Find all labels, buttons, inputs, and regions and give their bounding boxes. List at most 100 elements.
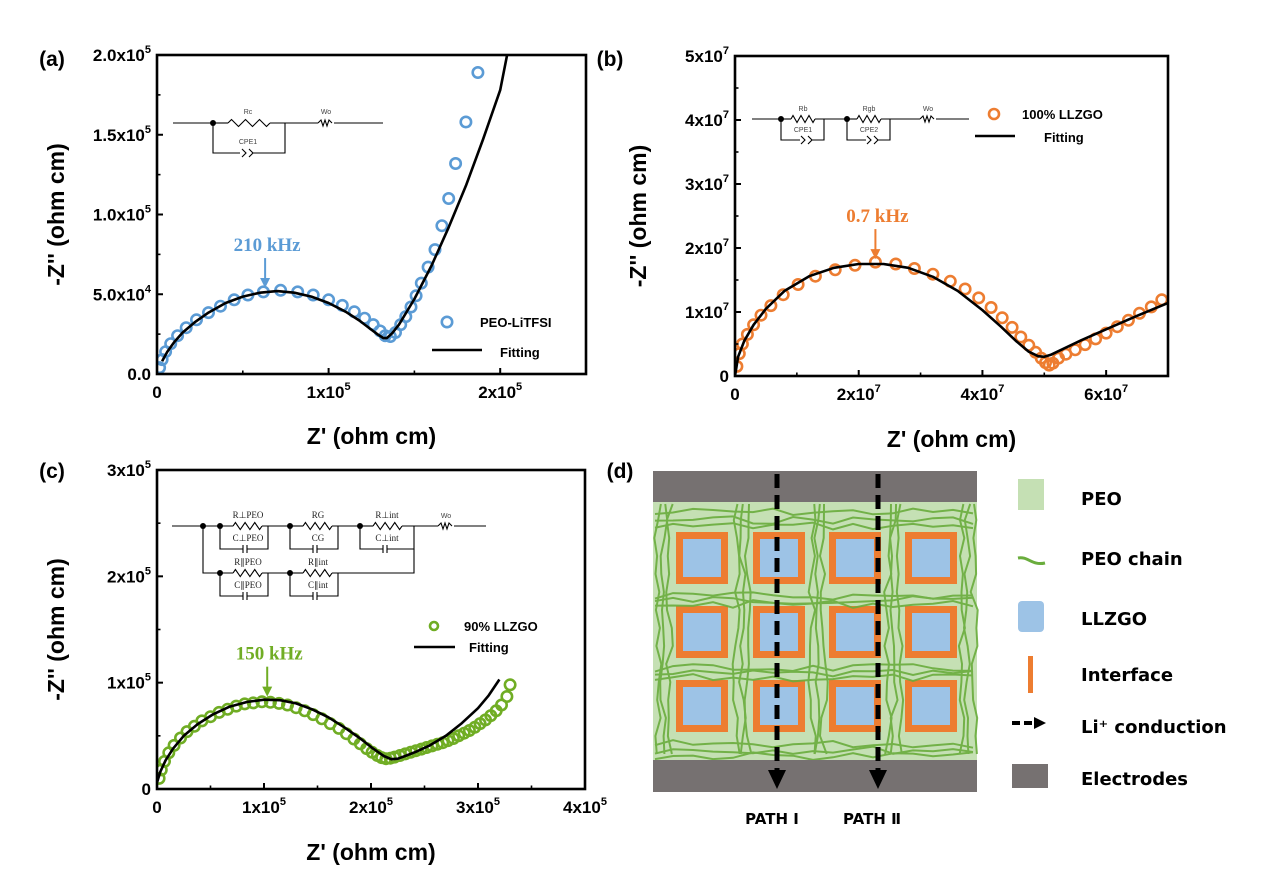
data-point (272, 696, 286, 710)
y-axis-title: -Z'' (ohm cm) (43, 558, 69, 701)
x-axis-title: Z' (ohm cm) (887, 426, 1016, 452)
data-point (435, 219, 449, 233)
resistor-symbol (856, 114, 882, 124)
y-tick-label: 1.5x105 (93, 124, 151, 145)
data-point (1014, 330, 1028, 344)
peo-chain (659, 503, 669, 755)
resistor-symbol (302, 568, 333, 578)
data-point (459, 115, 473, 129)
panel-label: (b) (597, 48, 624, 71)
x-axis-title: Z' (ohm cm) (307, 423, 436, 449)
circuit-label: R⊥int (375, 510, 399, 520)
peo-chain-icon (1017, 556, 1046, 566)
resistor-symbol (232, 568, 263, 578)
bottom-electrode (653, 760, 977, 792)
interface-bar-icon (1028, 656, 1033, 693)
data-point (404, 300, 418, 314)
y-tick-label: 2x107 (685, 237, 729, 258)
data-point (190, 313, 204, 327)
peo-chain (654, 673, 974, 683)
llzgo-particle (683, 539, 721, 577)
y-tick-label: 3x107 (685, 173, 729, 194)
llzgo-particle (683, 613, 721, 651)
data-point (747, 318, 761, 332)
warburg-symbol (317, 118, 333, 128)
fitting-line (160, 55, 509, 362)
y-tick-label: 5.0x104 (93, 283, 152, 304)
llzgo-particle (912, 613, 950, 651)
data-point (984, 300, 998, 314)
peo-chain (962, 503, 972, 755)
circuit-wire (289, 526, 313, 550)
cpe-symbol (241, 148, 254, 158)
x-tick-label: 0 (730, 385, 739, 404)
peo-matrix-swatch-icon (1018, 479, 1044, 510)
peo-chain (807, 503, 817, 755)
x-tick-label: 3x105 (456, 796, 500, 817)
circuit-label: CPE1 (794, 127, 812, 134)
warburg-symbol (437, 521, 453, 531)
data-markers (157, 66, 485, 374)
data-point (449, 157, 463, 171)
legend-marker (440, 315, 454, 329)
data-point (409, 289, 423, 303)
x-tick-label: 4x107 (960, 383, 1004, 404)
peo-chain (889, 503, 899, 755)
llzgo-particle (836, 539, 874, 577)
peo-chain (731, 503, 741, 755)
llzgo-particle (912, 539, 950, 577)
x-axis-title: Z' (ohm cm) (306, 839, 435, 865)
data-point (167, 738, 181, 752)
data-point (958, 282, 972, 296)
peo-chain (883, 503, 893, 755)
peo-chain-network (653, 503, 979, 761)
y-tick-label: 2x105 (107, 565, 151, 586)
circuit-label: R∥PEO (234, 557, 262, 567)
data-point (995, 311, 1009, 325)
circuit-wire (289, 573, 313, 597)
data-point (202, 306, 216, 320)
legend-label: PEO-LiTFSI (480, 315, 552, 330)
legend-label: Fitting (1044, 130, 1084, 145)
circuit-label: RG (312, 510, 325, 520)
peo-chain (895, 503, 905, 755)
equivalent-circuit-inset: R⊥PEOC⊥PEORGCGR⊥intC⊥intR∥PEOC∥PEOR∥intC… (172, 510, 486, 600)
circuit-label: CPE1 (239, 139, 257, 146)
peo-chain (654, 521, 974, 531)
circuit-wire (846, 119, 866, 141)
circuit-label: C⊥int (375, 533, 399, 543)
resistor-symbol (302, 521, 333, 531)
x-tick-label: 1x105 (307, 381, 351, 402)
arrow-head-icon (1034, 717, 1046, 729)
cpe-symbol (866, 135, 879, 145)
peo-chain (969, 503, 979, 755)
legend-label: Interface (1081, 665, 1173, 686)
y-tick-label: 0 (720, 367, 729, 386)
circuit-wire (247, 573, 269, 597)
panel-label: (c) (39, 460, 65, 483)
data-point (214, 299, 228, 313)
panel-label: (d) (607, 460, 634, 483)
y-tick-label: 3x105 (107, 459, 151, 480)
frequency-annotation: 150 kHz (236, 644, 304, 665)
electrode-swatch-icon (1012, 764, 1048, 788)
y-tick-label: 1x107 (685, 301, 729, 322)
annotation-arrow-head (262, 686, 273, 697)
y-tick-label: 4x107 (685, 109, 729, 130)
resistor-symbol (790, 114, 816, 124)
peo-chain (654, 739, 974, 749)
llzgo-particle (836, 687, 874, 725)
cpe-symbol (800, 135, 813, 145)
path-label: PATH Ⅱ (843, 810, 901, 828)
arrow-head-icon (768, 770, 786, 789)
fitting-line (157, 678, 501, 783)
circuit-label: C∥int (308, 580, 329, 590)
legend-label: PEO (1081, 489, 1122, 510)
annotation-arrow-head (870, 249, 881, 260)
x-tick-label: 2x107 (837, 383, 881, 404)
